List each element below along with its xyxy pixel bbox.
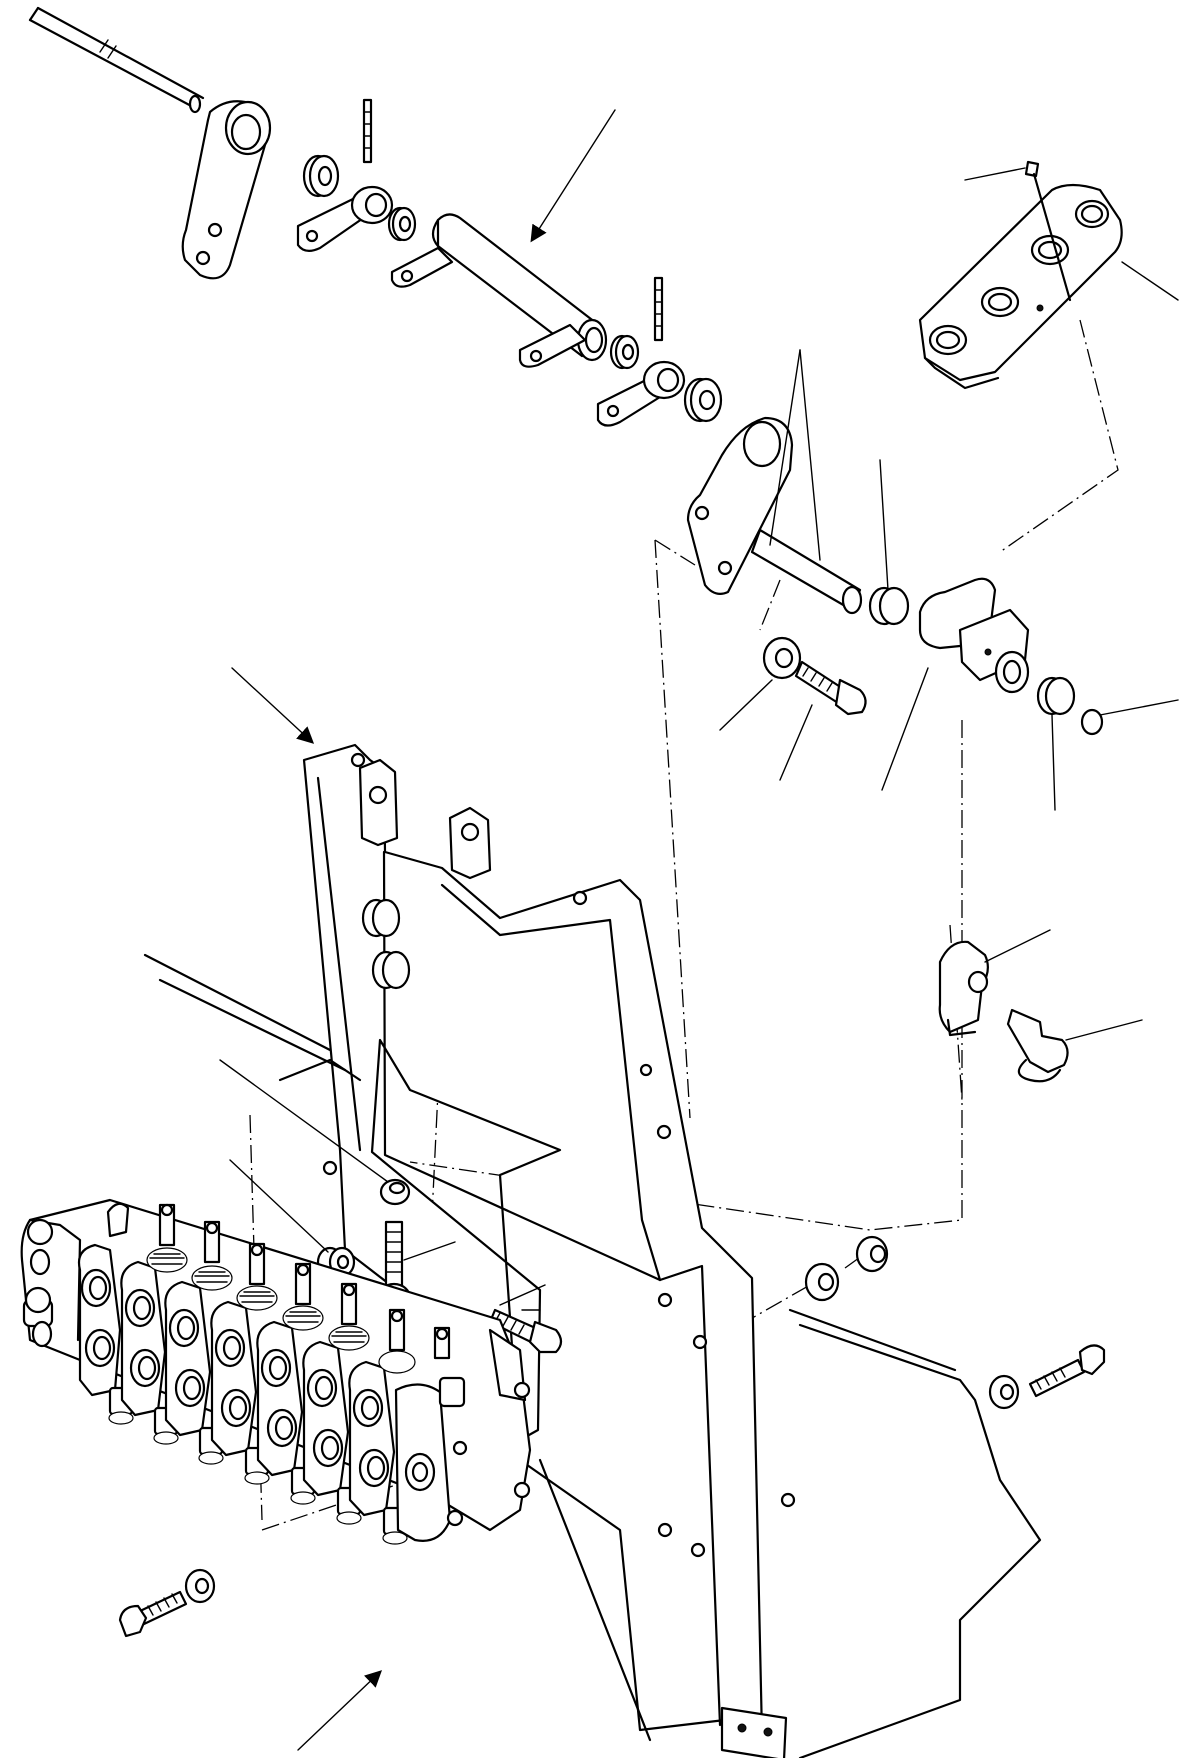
snap-ring-right — [1080, 708, 1104, 736]
clevis-arm-upper-left — [296, 185, 394, 252]
washer-lower-left — [184, 1568, 216, 1604]
mounting-bracket-plate — [918, 183, 1123, 390]
clevis-yoke — [938, 940, 989, 1037]
washer-right — [804, 1262, 840, 1302]
bolt-lower-right — [1028, 1344, 1106, 1398]
screw-small-top-right — [964, 160, 1072, 302]
callout-arrow-frame — [231, 667, 315, 744]
valve-section-6 — [302, 1340, 362, 1525]
clevis-pin — [1006, 1008, 1069, 1083]
valve-sections — [77, 1243, 531, 1545]
cross-tube — [390, 213, 608, 368]
callout-leaders-left — [219, 1059, 546, 1311]
lever-plate-left — [181, 100, 272, 280]
clevis-arm-mid — [596, 360, 686, 427]
frame-bosses — [322, 898, 796, 1558]
bushing-upper-2 — [387, 206, 417, 242]
lever-plate-right — [686, 349, 863, 615]
valve-section-2 — [120, 1260, 179, 1445]
spool-handles — [106, 1202, 466, 1408]
callout-arrow-tube — [530, 109, 616, 243]
valve-section-4 — [210, 1300, 270, 1485]
frame-ears — [350, 752, 588, 906]
spacer-right-2 — [1036, 676, 1076, 716]
valve-section-7 — [348, 1360, 408, 1545]
valve-section-1 — [77, 1243, 134, 1425]
nut-right — [855, 1235, 889, 1273]
bushing-upper-1 — [302, 154, 340, 198]
nut-small — [379, 1178, 411, 1206]
control-shaft — [28, 6, 205, 114]
callout-leaders-clevis — [984, 929, 1143, 1041]
bolt-mid — [794, 660, 867, 716]
callout-arrow-valve — [297, 1670, 383, 1751]
callout-leaders-right — [719, 459, 1179, 811]
washer-mid — [762, 636, 802, 680]
panel-outline — [143, 953, 1042, 1758]
foot-block — [720, 1706, 788, 1758]
support-frame — [302, 743, 764, 1742]
bushing-mid-1 — [609, 334, 640, 370]
spacer-right-1 — [868, 586, 910, 626]
roll-pin-mid — [653, 276, 664, 342]
pivot-block — [918, 577, 1030, 694]
washer-lower-right — [988, 1374, 1020, 1410]
callout-leader-bracket — [1121, 261, 1179, 301]
bushing-mid-2 — [683, 377, 723, 423]
roll-pin-upper — [362, 98, 373, 164]
bolt-lower-left — [118, 1590, 188, 1638]
